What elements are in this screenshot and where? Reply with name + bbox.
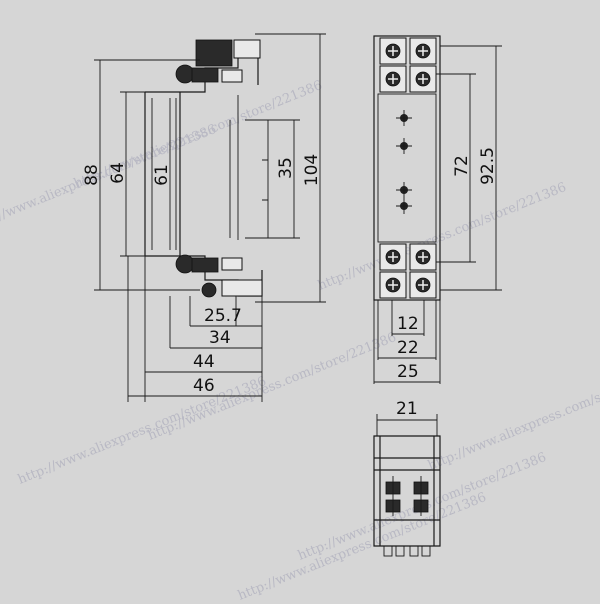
- front-top-terminals: [379, 37, 437, 93]
- front-view: 72 92.5 12 22 25: [373, 35, 502, 384]
- bottom-feet: [383, 545, 431, 557]
- side-bottom-contact: [191, 257, 219, 273]
- dim-label-88: 88: [82, 164, 102, 186]
- bottom-pins: [385, 476, 429, 516]
- side-bottom-screw-2: [201, 282, 217, 298]
- dim-line-104: [255, 33, 326, 303]
- side-body-outline: [144, 55, 263, 297]
- watermark-text-7: http://www.aliexpress.com/store/221386: [426, 360, 600, 474]
- dim-label-35: 35: [276, 157, 296, 179]
- watermark-text-3: http://www.aliexpress.com/store/221386: [316, 180, 569, 294]
- front-center-pins: [396, 110, 412, 214]
- dim-extension-lines: [127, 256, 263, 402]
- dim-line-72: [436, 73, 476, 263]
- side-top-clamp: [233, 39, 261, 59]
- dim-label-34: 34: [209, 328, 231, 348]
- dim-label-61: 61: [152, 164, 172, 186]
- dim-label-25: 25: [397, 362, 419, 382]
- dim-label-21: 21: [396, 399, 418, 419]
- watermark-text-4: http://www.aliexpress.com/store/221386: [146, 330, 399, 444]
- dim-label-22: 22: [397, 338, 419, 358]
- front-body-outline: [373, 35, 441, 301]
- watermark-text-5: http://www.aliexpress.com/store/221386: [16, 374, 269, 488]
- side-top-terminal: [195, 39, 233, 67]
- watermark-text-8: http://www.aliexpress.com/store/221386: [236, 490, 489, 600]
- side-top-screw: [175, 64, 195, 84]
- side-top-contact: [191, 67, 219, 83]
- dim-label-104: 104: [302, 154, 322, 186]
- dim-line-21: [376, 414, 438, 436]
- front-width-extensions: [373, 300, 441, 384]
- watermark-layer: http://www.aliexpress.com/store/221386 h…: [0, 78, 600, 604]
- dim-line-34: [169, 296, 262, 349]
- dim-line-46: [128, 372, 263, 402]
- side-top-block: [221, 69, 243, 83]
- dim-line-88: [94, 59, 200, 291]
- dim-line-92-5: [440, 45, 502, 291]
- side-view: 88 64 61 35 104 25.7 34 44 46: [82, 33, 326, 402]
- dim-label-25-7: 25.7: [204, 306, 242, 326]
- front-bottom-terminals: [379, 243, 437, 299]
- side-bottom-block: [221, 257, 243, 271]
- dim-label-12: 12: [397, 314, 419, 334]
- dim-label-46: 46: [193, 376, 215, 396]
- side-bottom-clamp: [221, 279, 263, 297]
- side-bottom-screw: [175, 254, 195, 274]
- dim-line-35: [268, 119, 300, 239]
- bottom-view: 21: [373, 399, 441, 557]
- dim-label-92-5: 92.5: [478, 147, 498, 185]
- dim-label-72: 72: [452, 155, 472, 177]
- dim-line-64: [120, 91, 145, 257]
- front-center-panel: [377, 93, 437, 243]
- dim-label-44: 44: [193, 352, 215, 372]
- dim-label-64: 64: [108, 162, 128, 184]
- bottom-body-outline: [373, 435, 441, 547]
- side-inner-lines: [151, 95, 269, 250]
